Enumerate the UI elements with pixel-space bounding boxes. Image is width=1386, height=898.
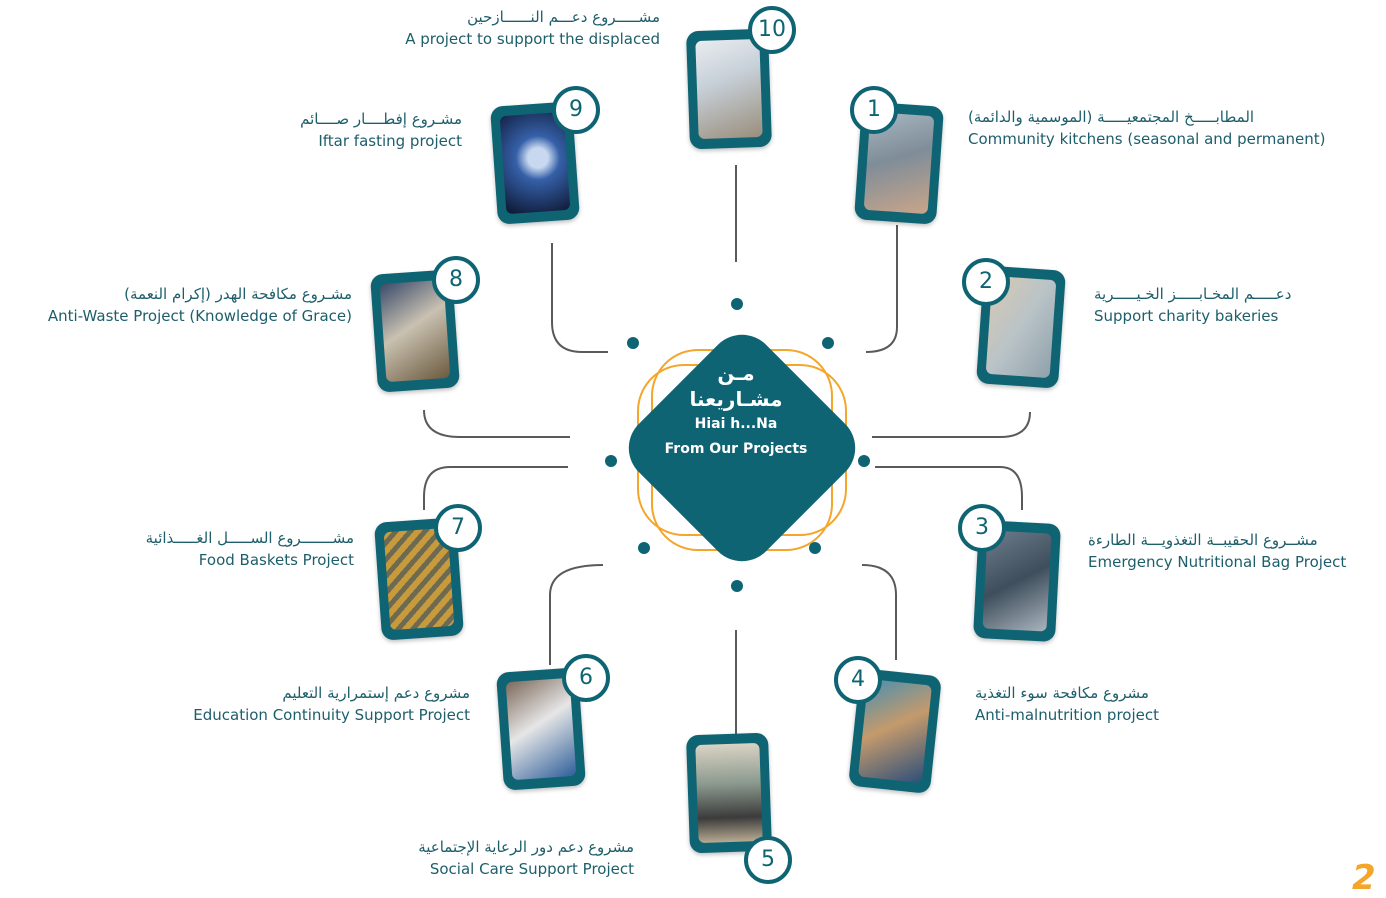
project-4-label: مشروع مكافحة سوء التغذية Anti-malnutriti… [975,682,1386,726]
project-9-title-ar: مشـروع إفطــــار صــــائم [300,110,462,128]
project-2-number-badge: 2 [962,258,1010,306]
project-8-title-ar: مشـروع مكافحة الهدر (إكرام النعمة) [124,285,352,303]
connector-paths [423,165,1031,735]
project-9-label: مشـروع إفطــــار صــــائم Iftar fasting … [42,108,462,152]
project-10-photo [695,38,763,140]
project-7-number-badge: 7 [434,504,482,552]
page-number: 2 [1352,858,1376,898]
project-3-label: مشــروع الحقيبــة التغذويـــة الطارءة Em… [1088,529,1386,573]
project-9-title-en: Iftar fasting project [318,132,462,150]
project-2-label: دعـــــم المخـابـــــز الخـيـــــرية Sup… [1094,283,1386,327]
project-6-title-en: Education Continuity Support Project [193,706,470,724]
center-subtitle-en-1: Hiai h...Na [694,416,778,432]
project-3-title-en: Emergency Nutritional Bag Project [1088,553,1347,571]
center-title-ar-1: مـن [717,361,755,385]
project-5-photo [695,742,763,844]
project-10-label: مشـــــروع دعـــم النــــــازحين A proje… [240,6,660,50]
project-5-title-en: Social Care Support Project [429,860,634,878]
project-5-number-badge: 5 [744,836,792,884]
project-6-title-ar: مشروع دعم إستمرارية التعليم [282,684,470,702]
project-9-number-badge: 9 [552,86,600,134]
project-7-label: مشـــــــروع الســـــل الغـــــذائية Foo… [0,527,354,571]
project-6-number-badge: 6 [562,654,610,702]
project-5-label: مشروع دعم دور الرعاية الإجتماعية Social … [214,836,634,880]
project-8-title-en: Anti-Waste Project (Knowledge of Grace) [47,307,352,325]
project-10-title-ar: مشـــــروع دعـــم النــــــازحين [467,8,660,26]
project-10-title-en: A project to support the displaced [405,30,660,48]
project-1-label: المطابـــــخ المجتمعيـــــة (الموسمية وا… [968,106,1386,150]
project-7-title-ar: مشـــــــروع الســـــل الغـــــذائية [145,529,354,547]
project-3-number-badge: 3 [958,504,1006,552]
center-title-ar-2: مشـاريعنا [689,387,783,411]
project-3-title-ar: مشــروع الحقيبــة التغذويـــة الطارءة [1088,531,1318,549]
project-10-number-badge: 10 [748,6,796,54]
project-2-title-en: Support charity bakeries [1094,307,1279,325]
project-6-photo [505,677,577,781]
project-1-title-en: Community kitchens (seasonal and permane… [968,130,1326,148]
project-5-title-ar: مشروع دعم دور الرعاية الإجتماعية [418,838,634,856]
project-6-label: مشروع دعم إستمرارية التعليم Education Co… [50,682,470,726]
project-4-number-badge: 4 [834,656,882,704]
center-title-block: مـن مشـاريعنا Hiai h...Na From Our Proje… [620,360,852,462]
project-1-number-badge: 1 [850,86,898,134]
project-7-title-en: Food Baskets Project [198,551,354,569]
center-dots [605,298,870,592]
project-4-title-en: Anti-malnutrition project [975,706,1159,724]
center-diamond [628,334,856,562]
project-5-photo-card [685,732,773,854]
project-8-label: مشـروع مكافحة الهدر (إكرام النعمة) Anti-… [0,283,352,327]
project-4-title-ar: مشروع مكافحة سوء التغذية [975,684,1149,702]
center-subtitle-en-2: From Our Projects [664,441,808,457]
project-2-title-ar: دعـــــم المخـابـــــز الخـيـــــرية [1094,285,1292,303]
project-1-title-ar: المطابـــــخ المجتمعيـــــة (الموسمية وا… [968,108,1255,126]
project-8-number-badge: 8 [432,256,480,304]
